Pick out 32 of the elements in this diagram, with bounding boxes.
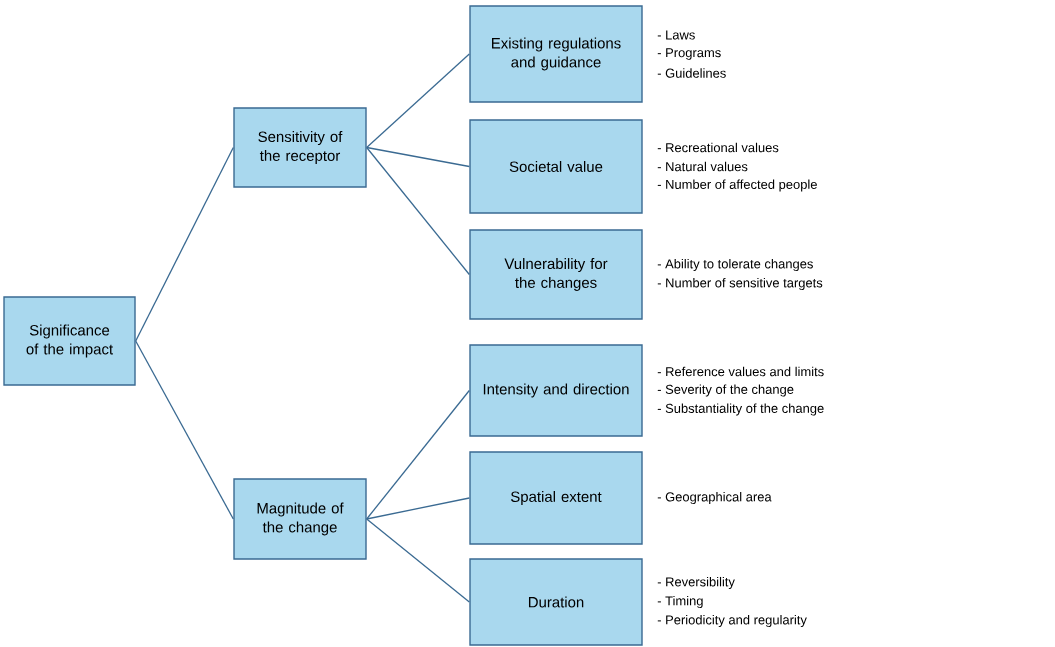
process-box: Spatial extent [469,451,643,545]
process-box: Duration [469,558,643,646]
process-box: Intensity and direction [469,344,643,437]
process-box: Existing regulations and guidance [469,5,643,103]
list-item: - Recreational values [657,142,779,153]
connector-line [366,146,470,276]
list-item: - Natural values [657,161,748,172]
list-item: - Guidelines [657,68,726,78]
connector-line [366,389,470,520]
list-item: - Severity of the change [657,384,794,397]
process-box: Sensitivity of the receptor [233,107,367,188]
list-item: - Reference values and limits [657,366,824,377]
process-box: Significance of the impact [3,296,136,386]
list-item: - Ability to tolerate changes [657,258,813,272]
list-item: - Periodicity and regularity [657,614,807,628]
list-item: - Programs [657,48,721,60]
list-item: - Number of affected people [657,179,817,192]
process-box: Vulnerability for the changes [469,229,643,320]
list-item: - Reversibility [657,576,735,590]
list-item: - Number of sensitive targets [657,277,823,291]
list-item: - Laws [657,30,695,40]
connector-line [366,53,470,149]
process-box: Societal value [469,119,643,214]
connector-line [366,497,470,520]
connector-line [366,146,470,168]
connector-line [135,146,234,342]
connector-line [366,518,470,603]
connector-line [135,340,234,520]
list-item: - Geographical area [657,491,772,505]
process-box: Magnitude of the change [233,478,367,560]
list-item: - Timing [657,595,703,609]
list-item: - Substantiality of the change [657,403,824,416]
